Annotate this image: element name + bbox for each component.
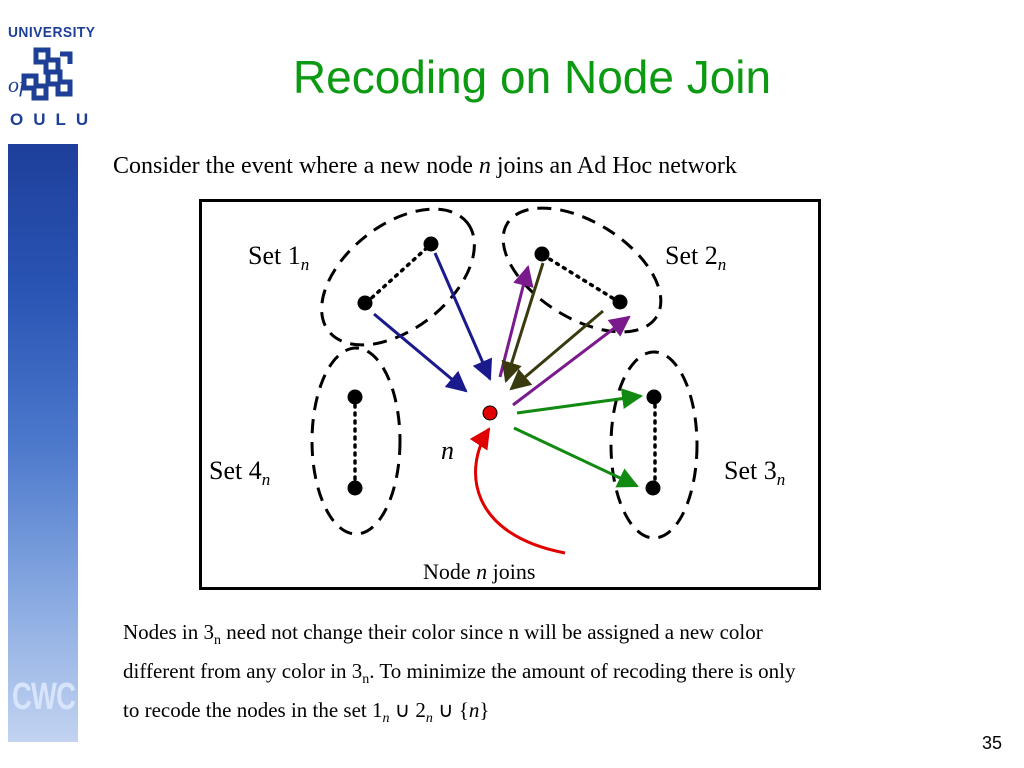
subtitle-variable: n <box>478 153 491 179</box>
set3-label: Set 3n <box>724 456 785 489</box>
university-logo-text: UNIVERSITY <box>8 24 96 41</box>
paragraph-line-1: Nodes in 3n need not change their color … <box>123 620 763 649</box>
sidebar: UNIVERSITY of OULU CWC <box>0 0 95 768</box>
new-node <box>482 405 498 421</box>
explanation-paragraph: Nodes in 3n need not change their color … <box>123 617 983 735</box>
set3-ellipse <box>609 350 699 540</box>
set4-node-a <box>347 389 363 405</box>
paragraph-line-2: different from any color in 3n. To minim… <box>123 659 796 688</box>
set2-arrow-out-a <box>498 264 534 378</box>
page-number: 35 <box>981 733 1002 753</box>
set4-ellipse <box>310 346 402 536</box>
university-logo-of: of <box>8 72 26 97</box>
sidebar-gradient-bar <box>8 144 78 742</box>
set3-node-b <box>645 480 661 496</box>
set1-arrow-a <box>373 312 468 393</box>
join-arrow <box>469 427 566 555</box>
set2-arrow-in-a <box>501 262 545 384</box>
join-caption: Node n joins <box>423 559 535 584</box>
set1-label: Set 1n <box>248 241 309 274</box>
diagram-frame <box>199 199 821 590</box>
set2-ellipse <box>501 206 663 334</box>
subtitle-text-pre: Consider the event where a new node <box>113 153 479 179</box>
set2-arrow-out-b <box>512 315 631 407</box>
set3-node-a <box>646 389 662 405</box>
university-logo-city: OULU <box>10 110 99 129</box>
set1-link <box>364 243 432 305</box>
new-node-label: n <box>441 436 454 465</box>
set1-arrow-b <box>433 252 493 381</box>
subtitle-text-post: joins an Ad Hoc network <box>490 153 737 179</box>
set1-node-b <box>357 295 373 311</box>
set3-arrow-a <box>516 388 644 415</box>
set3-arrow-b <box>513 426 639 488</box>
slide-title: Recoding on Node Join <box>292 51 772 103</box>
set2-node-a <box>534 246 550 262</box>
slide-subtitle: Consider the event where a new node n jo… <box>113 153 737 180</box>
set1-node-a <box>423 236 439 252</box>
set4-label: Set 4n <box>209 456 270 489</box>
set2-link <box>541 253 621 304</box>
set4-node-b <box>347 480 363 496</box>
set2-arrow-in-b <box>509 309 604 391</box>
set2-node-b <box>612 294 628 310</box>
set2-label: Set 2n <box>665 241 726 274</box>
university-logo-icon <box>21 47 73 101</box>
paragraph-line-3: to recode the nodes in the set 1n ∪ 2n ∪… <box>123 698 490 727</box>
set1-ellipse <box>320 207 476 347</box>
